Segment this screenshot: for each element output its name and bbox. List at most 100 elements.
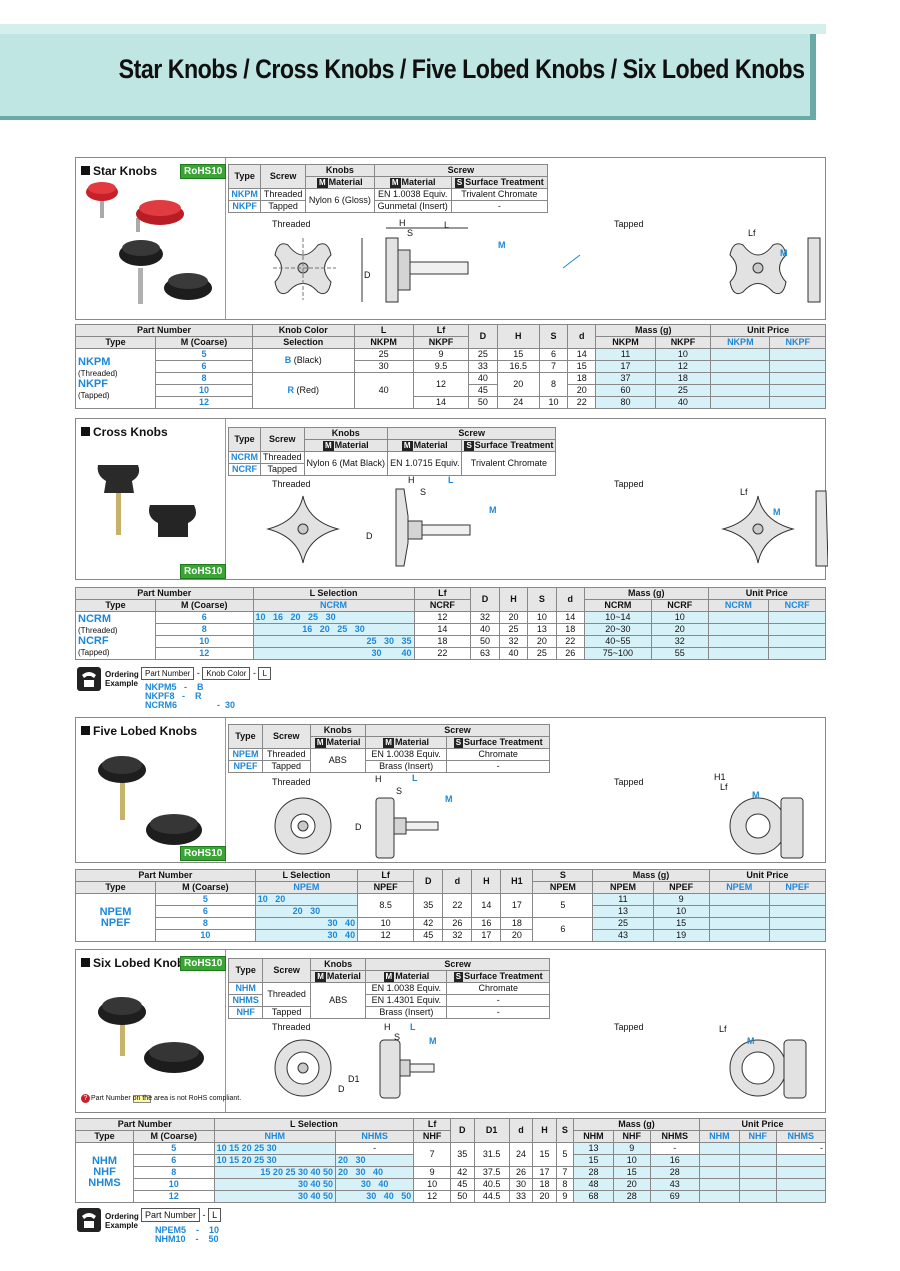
price-cell [738,1190,777,1203]
spec-screw-material-cell: EN 1.0715 Equiv. [387,451,463,476]
table-cell: 32 [650,635,709,648]
m-cell: 10 [155,384,253,397]
spec-screw-material-cell: EN 1.4301 Equiv. [365,994,448,1007]
col-h: H [471,869,502,894]
table-cell: 22 [413,647,472,660]
spec-surface-cell: - [446,994,550,1007]
col-price-nhms: NHMS [775,1130,827,1143]
table-cell: 12 [654,360,712,373]
l-selection-cell: 30 40 50 [213,1178,337,1191]
tapped-label: Tapped [614,219,644,229]
table-cell: 17 [500,893,534,918]
table-cell: 7 [538,360,569,373]
col-h: H [496,324,540,349]
six-lobed-photo [98,997,204,1073]
price-cell [707,647,770,660]
spec-type-header: Type [227,164,262,189]
price-cell: - [775,1142,827,1155]
table-cell: 14 [471,893,502,918]
table-cell: 25 [468,348,498,361]
price-cell [768,647,826,660]
threaded-label: Threaded [272,219,311,229]
l-selection-cell: 10 15 20 25 30 [213,1142,337,1155]
col-price-nhm: NHM [698,1130,740,1143]
spec-type-cell: NKPM [227,188,262,201]
price-cell [738,1178,777,1191]
col-price-nkpm: NKPM [710,336,771,349]
rohs-badge: RoHS10 [180,846,227,861]
spec-knobs-header: Knobs [303,427,389,440]
col-unit-price: Unit Price [698,1118,827,1131]
table-cell: 24 [508,1142,534,1167]
table-cell: 17 [471,929,502,942]
table-cell: 25 [498,623,529,636]
dim-lf: Lf [748,228,756,238]
table-cell: 12 [413,1190,452,1203]
spec-type-header: Type [228,724,263,749]
m-cell: 5 [155,893,256,906]
table-cell: 48 [573,1178,614,1191]
table-cell: 20 [500,929,534,942]
col-lf-nhf: NHF [413,1130,452,1143]
table-cell: 40 [470,623,500,636]
m-cell: 6 [155,611,254,624]
col-mass-npef: NPEF [652,881,710,894]
spec-type-cell: NHF [227,1006,264,1019]
m-cell: 12 [133,1190,215,1203]
table-cell: 13 [527,623,557,636]
l-selection-cell: 20 30 [254,905,359,918]
col-small-d: d [555,587,586,612]
table-cell: 15 [612,1166,651,1179]
col-part-number: Part Number [75,324,253,337]
table-cell: 40 [468,372,498,385]
table-cell: 10 [612,1154,651,1167]
table-cell: 13 [592,905,654,918]
price-cell [708,893,770,906]
col-h: H [498,587,529,612]
five-lobed-drawing [274,797,804,859]
price-cell [769,372,826,385]
dim-l: L [410,1022,416,1032]
col-price-nhf: NHF [738,1130,777,1143]
price-cell [775,1178,827,1191]
spec-screw-header: Screw [260,164,306,189]
col-mass: Mass (g) [584,587,709,600]
spec-screw-cell: Tapped [260,463,305,476]
col-price-ncrf: NCRF [768,599,826,612]
l-selection-cell: 25 30 35 [252,635,415,648]
col-lf-nkpf: NKPF [412,336,470,349]
spec-type-cell: NCRM [228,451,261,464]
spec-type-header: Type [227,958,264,983]
m-cell: 12 [155,396,253,409]
col-type: Type [75,336,156,349]
l-selection-cell: 30 40 [252,647,415,660]
table-cell: 25 [527,647,557,660]
col-d: D [470,587,500,612]
table-cell: 14 [567,348,597,361]
col-unit-price: Unit Price [707,587,827,600]
l-selection-cell: 30 40 [254,929,359,942]
table-cell: 43 [592,929,654,942]
col-s: S [555,1118,575,1143]
col-l-selection: L Selection [213,1118,415,1131]
dim-m-tapped: M [752,790,760,800]
price-cell [708,917,770,930]
table-cell: 32 [498,635,529,648]
dim-s: S [396,786,403,796]
price-cell [768,623,826,636]
col-lsel-npem: NPEM [254,881,359,894]
col-small-d: d [508,1118,534,1143]
spec-screw-cell: Threaded [262,982,311,1007]
dim-d: D [366,531,373,541]
price-cell [769,348,826,361]
table-cell: 30 [353,360,414,373]
table-cell: 50 [450,1190,475,1203]
price-cell [769,360,826,373]
col-price-ncrm: NCRM [707,599,770,612]
table-cell: 69 [649,1190,700,1203]
spec-screw-cell: Threaded [261,748,311,761]
spec-surface-cell: Chromate [446,982,550,995]
five-lobed-heading: Five Lobed Knobs [81,724,197,738]
